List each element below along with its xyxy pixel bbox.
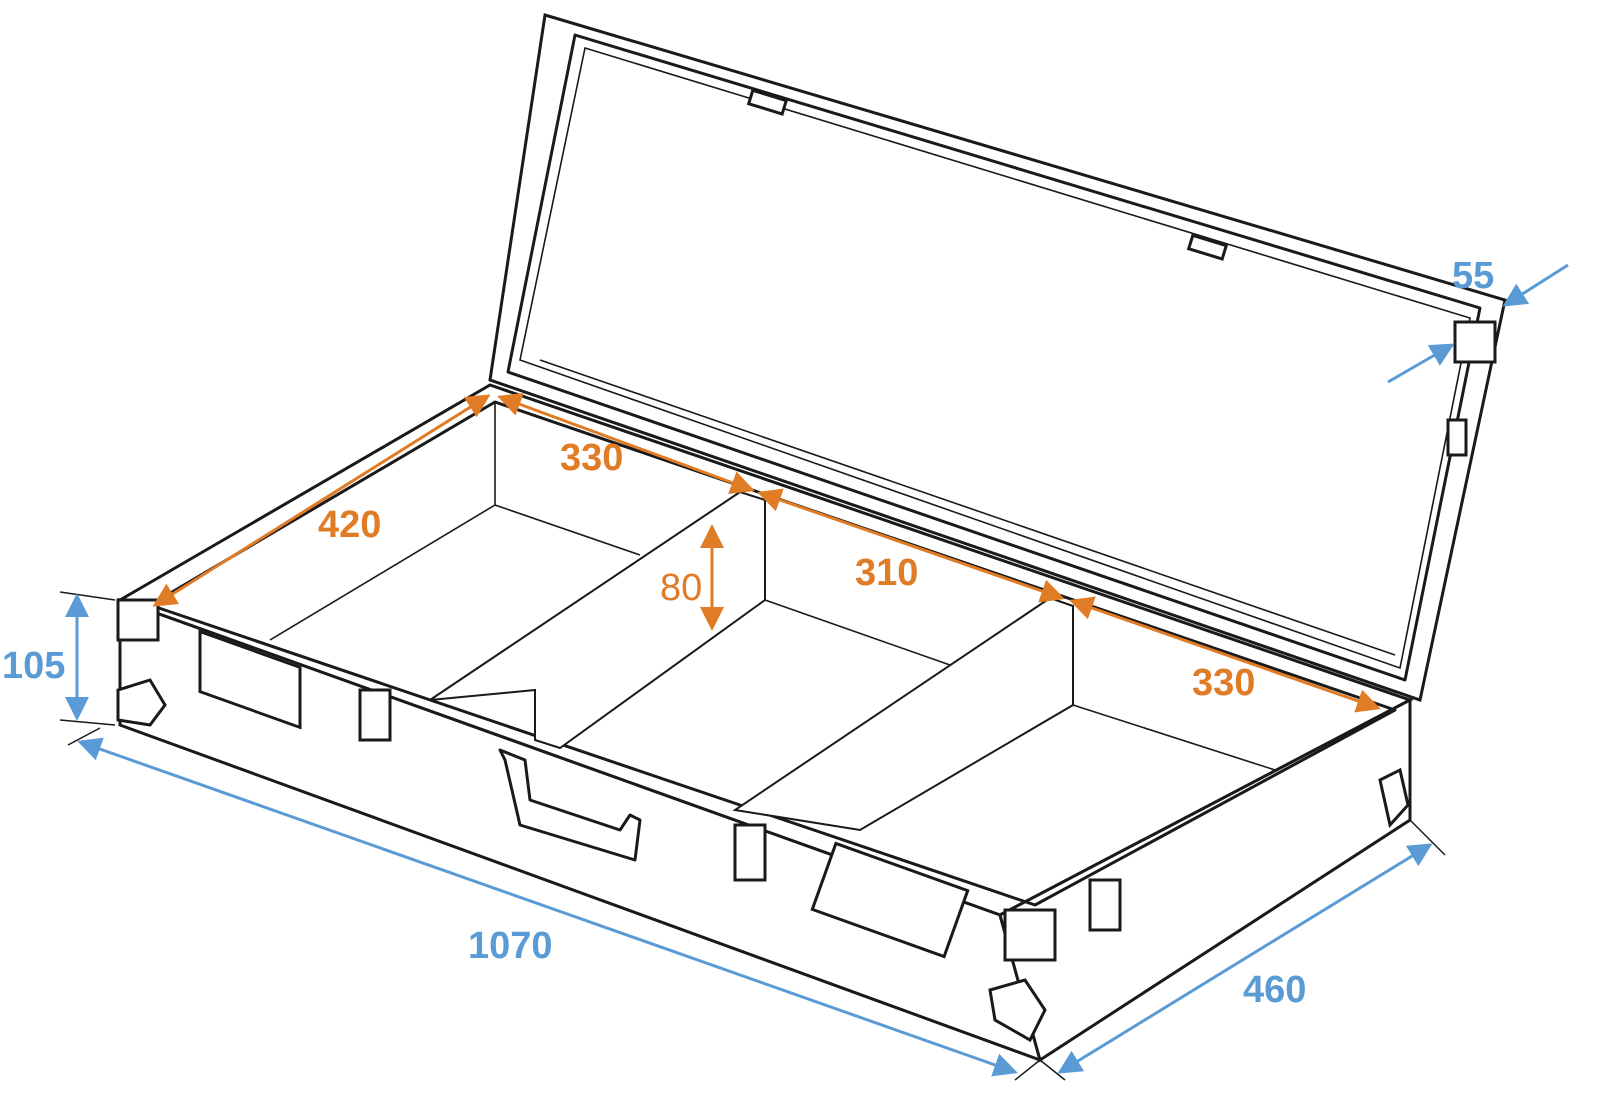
lid-hinge <box>746 88 789 116</box>
latch <box>358 688 392 742</box>
label-compartment-right: 330 <box>1192 662 1255 704</box>
corner-ball <box>116 678 167 727</box>
latch <box>1088 878 1122 932</box>
label-base-height: 105 <box>2 645 65 687</box>
corner-piece <box>1003 908 1057 962</box>
dim-line-compartment-left <box>497 393 755 494</box>
label-divider-height: 80 <box>660 567 702 609</box>
dim-line-inner-depth <box>152 394 491 607</box>
latch <box>733 823 767 882</box>
dim-line-outer-length <box>77 737 1018 1077</box>
label-lid-depth: 55 <box>1452 255 1494 297</box>
dim-line-lid-depth-b <box>1502 263 1569 307</box>
corner-piece <box>116 598 160 642</box>
lid-latch <box>1446 418 1468 457</box>
label-outer-width: 460 <box>1243 969 1306 1011</box>
corner-ball <box>1378 767 1410 829</box>
label-inner-depth: 420 <box>318 504 381 546</box>
corner-piece <box>1453 320 1497 364</box>
dim-line-compartment-right <box>1069 596 1381 713</box>
lid-hinge <box>1186 233 1229 261</box>
label-outer-length: 1070 <box>468 925 553 967</box>
label-compartment-middle: 310 <box>855 552 918 594</box>
dim-line-compartment-middle <box>757 488 1065 603</box>
dim-line-outer-width <box>1057 843 1433 1074</box>
label-compartment-left: 330 <box>560 437 623 479</box>
dim-line-lid-depth-a <box>1387 343 1455 384</box>
front-label-plate <box>198 629 302 730</box>
case-lid <box>488 13 1507 702</box>
